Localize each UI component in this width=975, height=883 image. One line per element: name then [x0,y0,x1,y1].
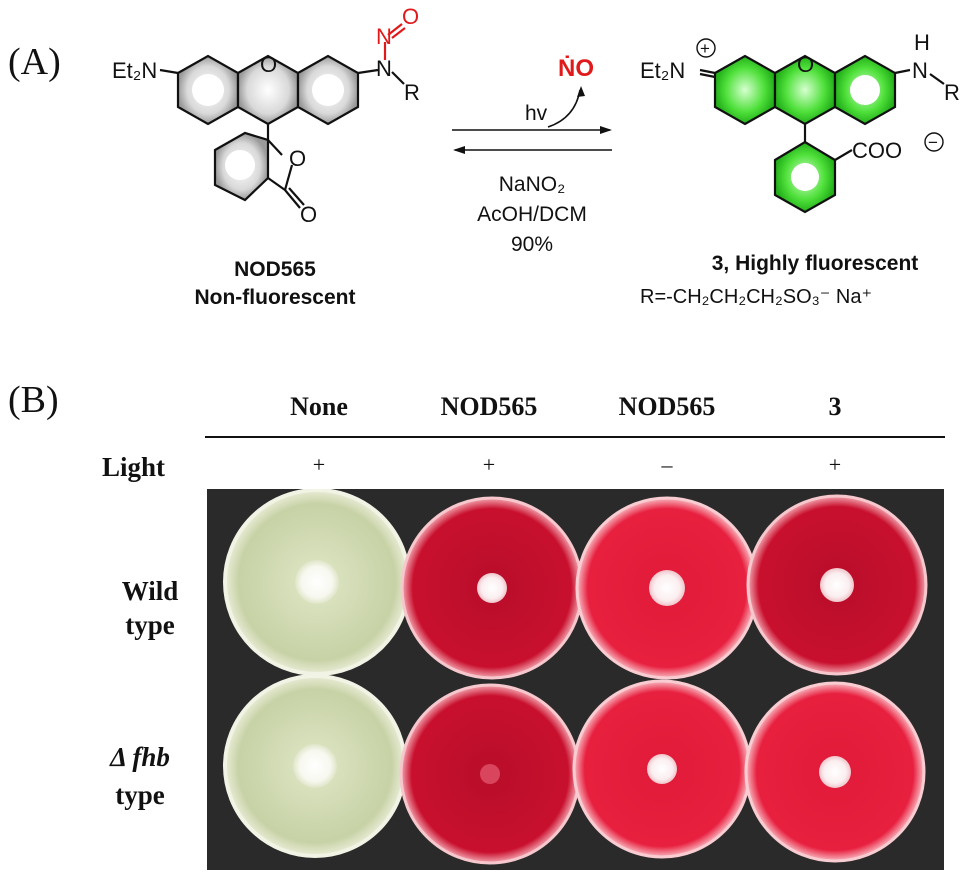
right-nh-h: H [914,30,930,55]
light-label: Light [102,452,166,482]
right-charge-plus: + [700,39,710,58]
right-ring-a [713,54,777,126]
row-label-wild-line1: Wild [121,576,179,606]
colony-wild-nod565-dark [649,570,685,606]
row-label-fhb-line1: Δ fhb [110,742,170,772]
colony-fhb-compound-3 [819,756,851,788]
left-molecule-caption: NOD565 Non-fluorescent [170,256,380,312]
petri-dish-photo [207,488,944,870]
colony-wild-nod565-light [477,573,507,603]
nitroso-o: O [402,4,419,29]
right-charge-minus: − [928,133,938,152]
header-rule [205,436,945,438]
colony-fhb-none [293,744,337,788]
right-net2-label: Et₂N [640,58,685,83]
dish-grid [223,488,928,865]
r-group-definition: R=-CH₂CH₂CH₂SO₃⁻ Na⁺ [640,286,873,308]
reaction-scheme: Et₂N O N N O R O O ṄO hv [112,4,960,227]
colony-fhb-nod565-light [480,764,500,784]
nod565-structure [159,23,406,209]
nod565-description: Non-fluorescent [194,286,356,309]
row-label-fhb-line2: type [115,780,165,810]
equilibrium-arrows [452,86,612,154]
column-label-compound-3: 3 [828,392,842,421]
left-ring-o: O [260,52,277,77]
released-no: ṄO [558,55,594,82]
lactone-o: O [289,146,306,171]
panel-b-label: (B) [8,379,59,421]
left-net2-label: Et₂N [112,58,157,83]
colony-fhb-nod565-dark [647,754,677,784]
carboxylate-label: COO [852,138,902,163]
hv-label: hv [525,102,548,125]
light-sign-nod565-b: – [661,452,673,477]
panel-a-label: (A) [8,41,61,83]
row-label-wild-line2: type [125,610,175,640]
carbonyl-o: O [300,202,317,227]
left-amine-n: N [376,56,392,81]
nod565-name: NOD565 [234,258,316,281]
light-sign-compound-3: + [828,452,842,477]
row-label-wild-type: Wild type [100,574,200,642]
reverse-conditions: NaNO₂ AcOH/DCM 90% [452,170,612,260]
light-sign-nod565-a: + [482,452,496,477]
column-label-nod565-dark: NOD565 [618,392,716,421]
colony-wild-compound-3 [820,568,854,602]
light-sign-none: + [312,452,326,477]
column-label-nod565-light: NOD565 [440,392,538,421]
left-r-group: R [404,80,420,105]
right-r-group: R [944,80,960,105]
reagent-nano2: NaNO₂ [498,173,566,196]
right-ring-o: O [797,52,814,77]
solvent-acoh-dcm: AcOH/DCM [477,203,587,226]
compound-3-name: 3, Highly fluorescent [711,252,919,275]
colony-wild-none [295,560,339,604]
yield-label: 90% [510,233,554,256]
column-label-none: None [290,392,348,421]
compound-3-structure [699,54,945,214]
row-label-fhb-type: Δ fhb type [80,738,200,814]
right-nh-n: N [912,58,928,83]
nitroso-n: N [376,24,392,49]
